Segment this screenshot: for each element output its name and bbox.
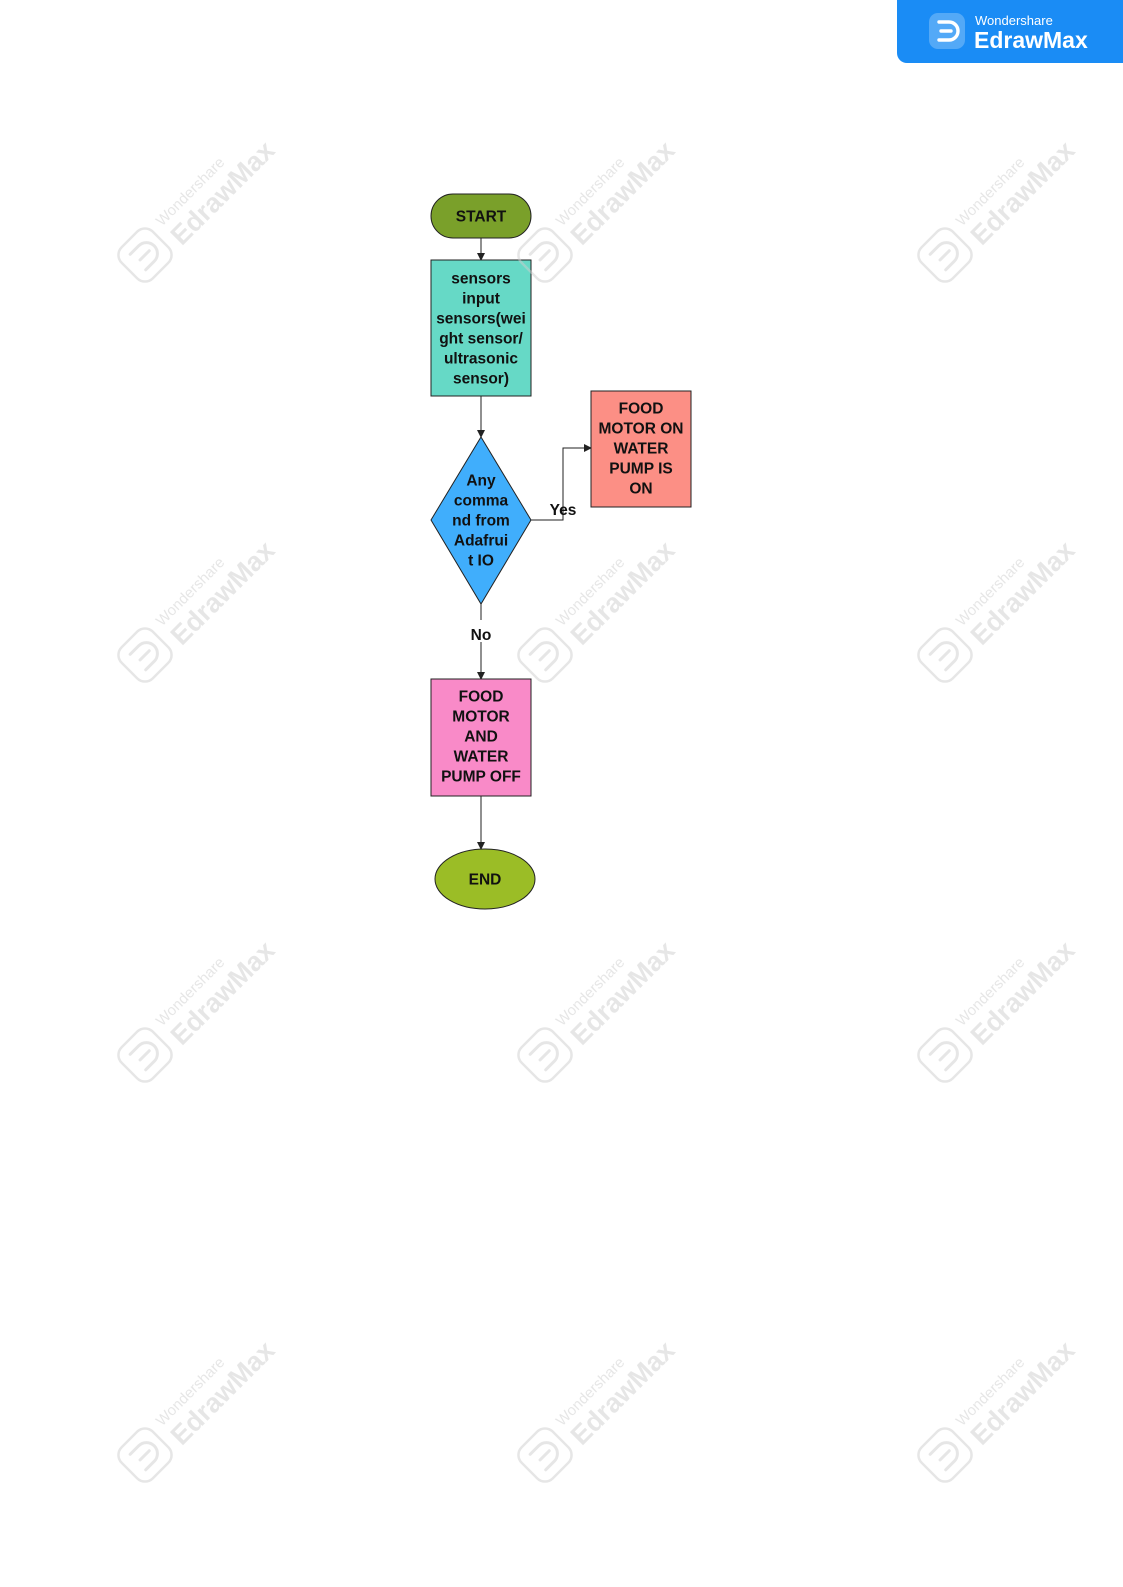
node-text-line: START <box>456 209 507 226</box>
node-text-line: MOTOR <box>452 709 509 726</box>
node-text-line: MOTOR ON <box>599 421 684 438</box>
node-text-line: ultrasonic <box>444 351 518 368</box>
edge-decision-yes <box>531 444 592 521</box>
node-text-line: Adafrui <box>454 533 508 550</box>
node-text-line: input <box>462 291 500 308</box>
edrawmax-logo-icon <box>929 13 965 49</box>
node-text-line: FOOD <box>459 689 504 706</box>
edrawmax-badge: Wondershare EdrawMax <box>897 0 1123 63</box>
edge-label-yes: Yes <box>550 502 577 519</box>
svg-text:START: START <box>456 209 507 226</box>
node-text-line: FOOD <box>619 401 664 418</box>
node-text-line: WATER <box>614 441 669 458</box>
node-motor-off: FOOD MOTOR AND WATER PUMP OFF <box>430 678 532 797</box>
svg-text:END: END <box>469 872 502 889</box>
node-text-line: sensors(wei <box>436 311 526 328</box>
node-text-line: t IO <box>468 553 494 570</box>
node-text-line: comma <box>454 493 509 510</box>
node-text-line: WATER <box>454 749 509 766</box>
node-text-line: END <box>469 872 502 889</box>
node-text-line: sensor) <box>453 371 509 388</box>
node-sensors-input: sensors input sensors(wei ght sensor/ultras… <box>430 259 532 397</box>
node-text-line: PUMP IS <box>609 461 672 478</box>
node-start: START <box>430 193 532 239</box>
node-text-line: PUMP OFF <box>441 769 521 786</box>
node-text-line: sensors <box>451 271 510 288</box>
node-text-line: ght sensor/ <box>439 331 523 348</box>
edge-label-no: No <box>471 627 492 644</box>
node-text-line: AND <box>464 729 498 746</box>
node-end: END <box>434 848 536 910</box>
node-text-line: Any <box>466 473 496 490</box>
no-label-bg <box>465 620 497 642</box>
brand-wondershare: Wondershare <box>975 13 1053 28</box>
brand-edrawmax: EdrawMax <box>974 27 1088 53</box>
node-motor-on: FOOD MOTOR ON WATER PUMP IS ON <box>590 390 692 508</box>
node-text-line: nd from <box>452 513 510 530</box>
node-text-line: ON <box>629 481 652 498</box>
